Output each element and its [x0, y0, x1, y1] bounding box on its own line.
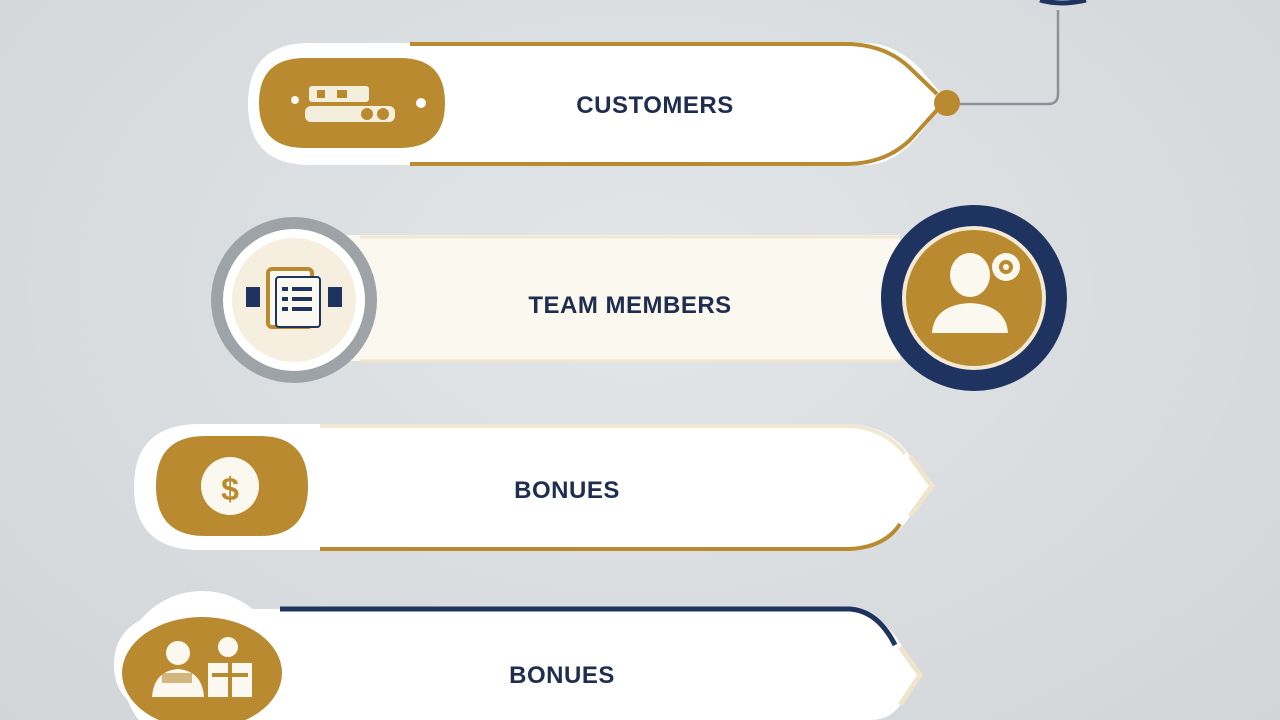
- svg-text:$: $: [221, 471, 239, 507]
- bonuses-label-2: BONUES: [509, 662, 615, 689]
- top-node-edge: [1039, 0, 1087, 6]
- people-group-icon: [148, 633, 258, 705]
- team-members-banner[interactable]: TEAM MEMBERS: [210, 205, 1070, 391]
- customers-banner-shape: [247, 42, 960, 166]
- team-members-label: TEAM MEMBERS: [528, 292, 732, 319]
- bonuses-banner-1[interactable]: $ BONUES: [130, 420, 940, 555]
- bonuses-label-1: BONUES: [514, 477, 620, 504]
- bonuses-banner-1-shape: [134, 424, 936, 551]
- customers-label: CUSTOMERS: [576, 92, 734, 119]
- person-icon: [924, 245, 1034, 345]
- dollar-icon: $: [210, 466, 250, 510]
- bonuses-banner-2[interactable]: BONUES: [110, 591, 930, 720]
- customers-banner[interactable]: CUSTOMERS: [245, 40, 965, 170]
- customers-badge-icon: [283, 74, 403, 132]
- document-list-icon: [244, 265, 344, 335]
